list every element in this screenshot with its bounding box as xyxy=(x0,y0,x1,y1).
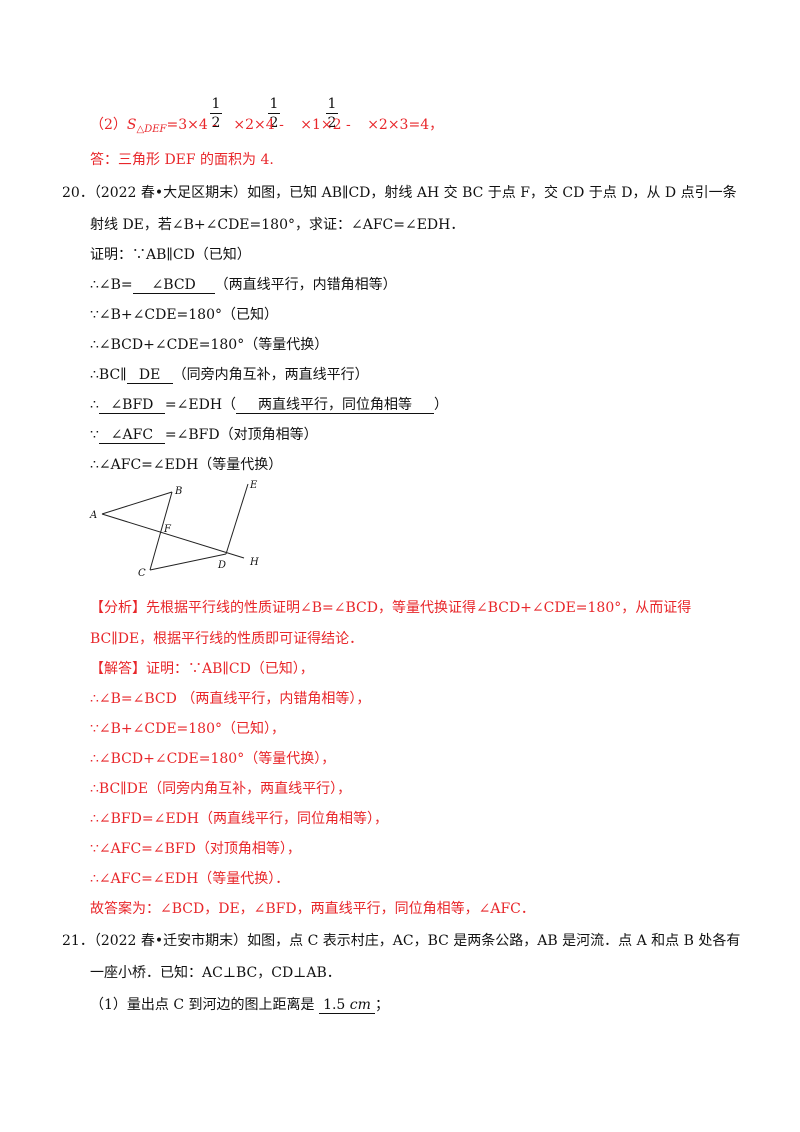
solution-line-2: ∴∠B=∠BCD （两直线平行，内错角相等）， xyxy=(90,691,371,707)
analysis-line-1: 【分析】先根据平行线的性质证明∠B=∠BCD，等量代换证得∠BCD+∠CDE=1… xyxy=(90,600,692,616)
q20-line-7: ∴BC∥DE（同旁内角互补，两直线平行） xyxy=(90,367,369,384)
label-a: A xyxy=(89,510,97,521)
blank-4: 两直线平行，同位角相等 xyxy=(236,397,435,414)
area-formula-line: （2）S△DEF=3×4 - ×2×4 - ×1×2 - ×2×3=4， xyxy=(90,117,444,135)
q20-line-9: ∵∠AFC=∠BFD（对顶角相等） xyxy=(90,427,318,444)
blank-5: ∠AFC xyxy=(98,427,165,444)
solution-line-8: ∴∠AFC=∠EDH（等量代换）． xyxy=(90,871,290,887)
blank-1: ∠BCD xyxy=(132,277,215,294)
blank-6: 1.5 cm xyxy=(318,997,375,1014)
q20-line-6: ∴∠BCD+∠CDE=180°（等量代换） xyxy=(90,337,329,353)
label-b: B xyxy=(174,486,182,497)
label-h: H xyxy=(249,557,259,568)
q20-line-3: 证明：∵AB∥CD（已知） xyxy=(90,247,251,263)
q20-line-8: ∴∠BFD=∠EDH（两直线平行，同位角相等） xyxy=(90,397,449,414)
segment-ab xyxy=(101,491,173,515)
analysis-line-2: BC∥DE，根据平行线的性质即可证得结论． xyxy=(90,631,364,647)
label-e: E xyxy=(249,480,258,491)
label-f: F xyxy=(163,524,172,535)
q20-line-4: ∴∠B=∠BCD（两直线平行，内错角相等） xyxy=(90,277,397,294)
blank-3: ∠BFD xyxy=(98,397,165,414)
q20-line-5: ∵∠B+∠CDE=180°（已知） xyxy=(90,307,278,323)
solution-line-4: ∴∠BCD+∠CDE=180°（等量代换）， xyxy=(90,751,336,767)
segment-bc xyxy=(149,491,173,571)
q20-line-1: 20．（2022 春•大足区期末）如图，已知 AB∥CD，射线 AH 交 BC … xyxy=(62,185,737,201)
q21-line-2: 一座小桥．已知：AC⊥BC，CD⊥AB． xyxy=(90,965,341,981)
geometry-figure: A B C D E F H xyxy=(89,480,259,578)
q21-line-1: 21．（2022 春•迁安市期末）如图，点 C 表示村庄，AC，BC 是两条公路… xyxy=(62,933,741,949)
ray-de xyxy=(225,483,249,555)
solution-line-7: ∵∠AFC=∠BFD（对顶角相等）， xyxy=(90,841,301,857)
segment-cd xyxy=(149,553,227,571)
solution-line-1: 【解答】证明：∵AB∥CD（已知）， xyxy=(90,661,314,677)
solution-line-3: ∵∠B+∠CDE=180°（已知）， xyxy=(90,721,285,737)
q20-line-10: ∴∠AFC=∠EDH（等量代换） xyxy=(90,457,283,473)
label-c: C xyxy=(138,568,146,578)
ray-ah xyxy=(101,513,245,559)
label-d: D xyxy=(217,560,226,571)
solution-line-5: ∴BC∥DE（同旁内角互补，两直线平行）， xyxy=(90,781,352,797)
answer-summary: 故答案为：∠BCD，DE，∠BFD，两直线平行，同位角相等，∠AFC． xyxy=(90,901,535,917)
q20-line-2: 射线 DE，若∠B+∠CDE=180°，求证：∠AFC=∠EDH． xyxy=(90,217,465,233)
area-answer: 答：三角形 DEF 的面积为 4. xyxy=(90,152,274,168)
blank-2: DE xyxy=(126,367,173,384)
solution-line-6: ∴∠BFD=∠EDH（两直线平行，同位角相等）， xyxy=(90,811,388,827)
q21-line-3: （1）量出点 C 到河边的图上距离是 1.5 cm； xyxy=(90,997,389,1014)
